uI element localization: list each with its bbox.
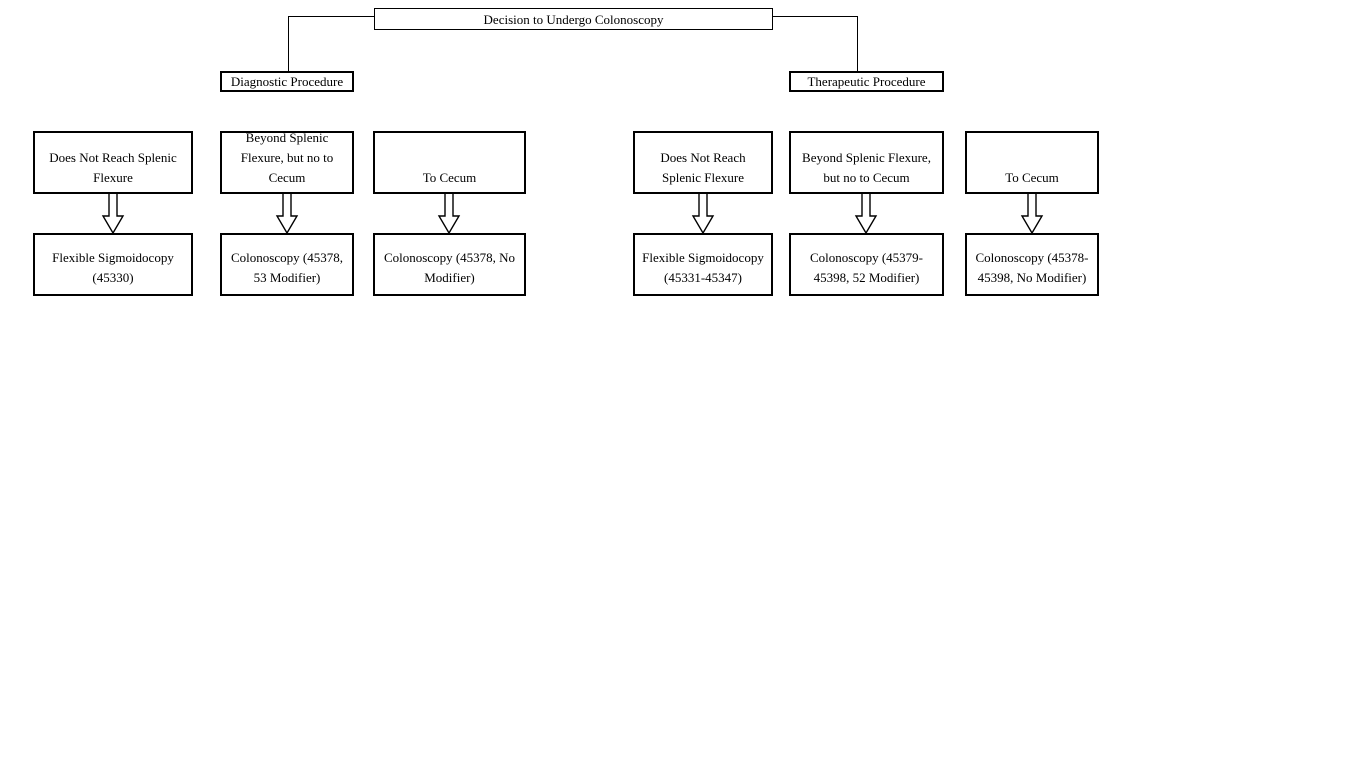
condition-node-diagnostic-to-cecum: To Cecum (373, 131, 526, 194)
branch-node-diagnostic: Diagnostic Procedure (220, 71, 354, 92)
condition-node-therapeutic-beyond-splenic: Beyond Splenic Flexure, but no to Cecum (789, 131, 944, 194)
condition-node-diagnostic-no-splenic: Does Not Reach Splenic Flexure (33, 131, 193, 194)
procedure-node-colonoscopy-45378-45398-no-modifier: Colonoscopy (45378-45398, No Modifier) (965, 233, 1099, 296)
down-arrow-icon (275, 194, 299, 235)
connector-root-to-therapeutic (773, 16, 858, 71)
root-node-decision: Decision to Undergo Colonoscopy (374, 8, 773, 30)
connector-root-to-diagnostic (288, 16, 374, 71)
branch-node-therapeutic: Therapeutic Procedure (789, 71, 944, 92)
procedure-node-colonoscopy-45378-53: Colonoscopy (45378, 53 Modifier) (220, 233, 354, 296)
procedure-node-colonoscopy-45378-no-modifier: Colonoscopy (45378, No Modifier) (373, 233, 526, 296)
procedure-node-flexible-sigmoidocopy-45330: Flexible Sigmoidocopy (45330) (33, 233, 193, 296)
down-arrow-icon (691, 194, 715, 235)
down-arrow-icon (437, 194, 461, 235)
condition-node-therapeutic-no-splenic: Does Not Reach Splenic Flexure (633, 131, 773, 194)
procedure-node-flexible-sigmoidocopy-45331-45347: Flexible Sigmoidocopy (45331-45347) (633, 233, 773, 296)
down-arrow-icon (854, 194, 878, 235)
down-arrow-icon (101, 194, 125, 235)
condition-node-diagnostic-beyond-splenic: Beyond Splenic Flexure, but no to Cecum (220, 130, 354, 194)
down-arrow-icon (1020, 194, 1044, 235)
procedure-node-colonoscopy-45379-45398-52: Colonoscopy (45379-45398, 52 Modifier) (789, 233, 944, 296)
condition-node-therapeutic-to-cecum: To Cecum (965, 131, 1099, 194)
